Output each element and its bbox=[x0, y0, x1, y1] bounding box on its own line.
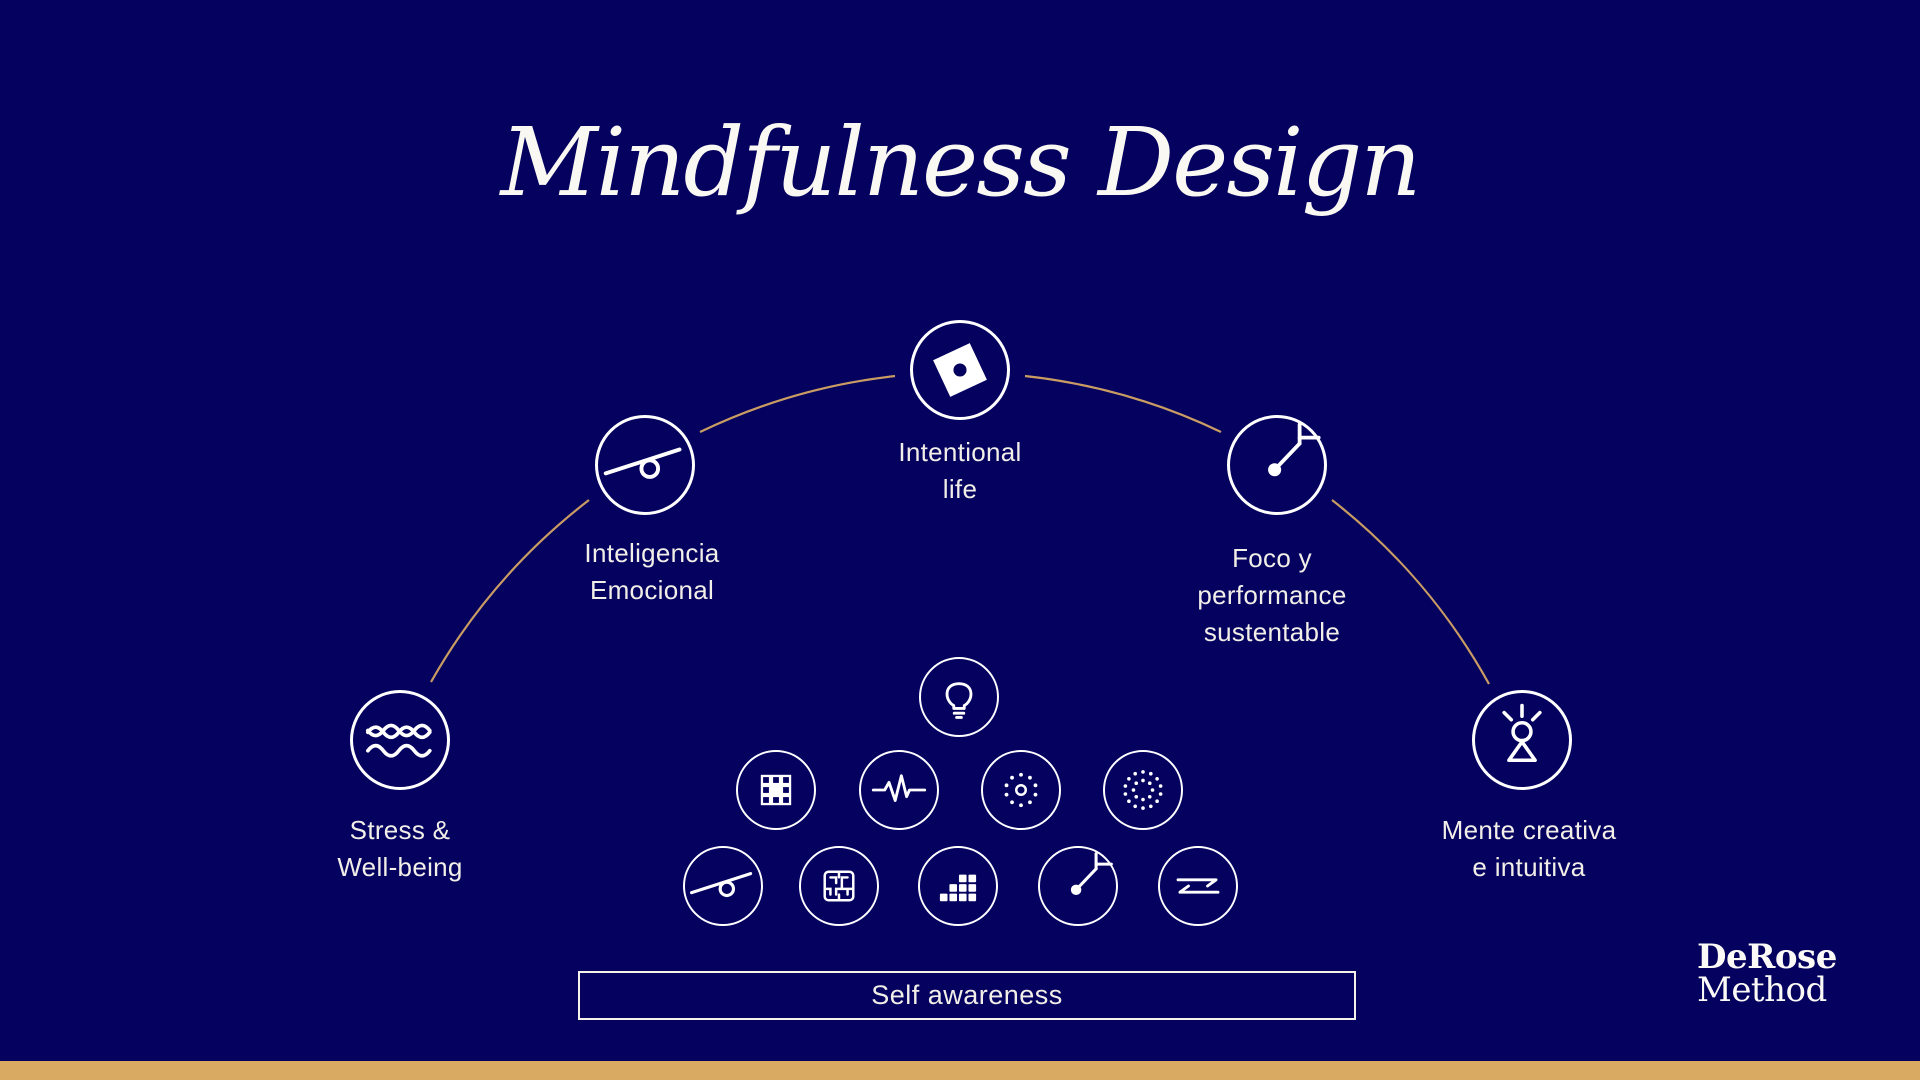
double-dotted-ring-icon bbox=[1123, 769, 1162, 810]
node-intentional-circle bbox=[910, 320, 1010, 420]
pyramid-circle bbox=[736, 750, 816, 830]
arc-segment-3 bbox=[1024, 374, 1222, 433]
node-intentional-label: Intentional life bbox=[898, 437, 1022, 504]
waves-icon bbox=[366, 723, 432, 758]
balance-icon bbox=[689, 871, 752, 897]
page-title: Mindfulness Design bbox=[500, 108, 1421, 218]
pulse-icon bbox=[871, 773, 926, 802]
ascending-blocks-icon bbox=[939, 874, 976, 901]
arc-segment-4 bbox=[1331, 499, 1490, 685]
pyramid-circle bbox=[1103, 750, 1183, 830]
node-inteligencia-label: Inteligencia Emocional bbox=[584, 538, 720, 605]
compass-icon bbox=[933, 343, 987, 397]
self-awareness-label: Self awareness bbox=[871, 980, 1063, 1010]
pyramid-circle bbox=[799, 846, 879, 926]
lightbulb-icon bbox=[945, 681, 972, 719]
pyramid-circle bbox=[859, 750, 939, 830]
pyramid-circle bbox=[1038, 846, 1118, 926]
node-inteligencia-circle bbox=[595, 415, 695, 515]
self-awareness-box: Self awareness bbox=[578, 971, 1356, 1020]
node-mente-label: Mente creativa e intuitiva bbox=[1441, 815, 1617, 882]
arc-segment-2 bbox=[699, 374, 896, 433]
node-stress-label: Stress & Well-being bbox=[337, 815, 463, 882]
swap-arrows-icon bbox=[1176, 877, 1219, 894]
pyramid-circle bbox=[919, 657, 999, 737]
maze-icon bbox=[822, 869, 855, 902]
pyramid-circle bbox=[683, 846, 763, 926]
node-mente-circle bbox=[1472, 690, 1572, 790]
brand-line-derose: DeRose bbox=[1697, 937, 1837, 977]
dotted-ring-icon bbox=[1004, 772, 1037, 807]
bottom-gold-bar bbox=[0, 1061, 1920, 1080]
radiant-person-icon bbox=[1502, 703, 1542, 763]
node-foco-circle bbox=[1227, 415, 1327, 515]
brand-logo: DeRose Method bbox=[1697, 937, 1837, 1010]
balance-icon bbox=[603, 447, 682, 479]
brand-line-method: Method bbox=[1697, 970, 1827, 1010]
clock-branch-icon bbox=[1268, 422, 1321, 477]
pyramid-circle bbox=[981, 750, 1061, 830]
node-foco-label: Foco y performance sustentable bbox=[1197, 543, 1347, 647]
node-stress-circle bbox=[350, 690, 450, 790]
pyramid-circle bbox=[1158, 846, 1238, 926]
grid-icon bbox=[760, 774, 791, 805]
pyramid-circle bbox=[918, 846, 998, 926]
arc-segment-1 bbox=[430, 499, 590, 683]
clock-branch-icon bbox=[1070, 851, 1113, 895]
